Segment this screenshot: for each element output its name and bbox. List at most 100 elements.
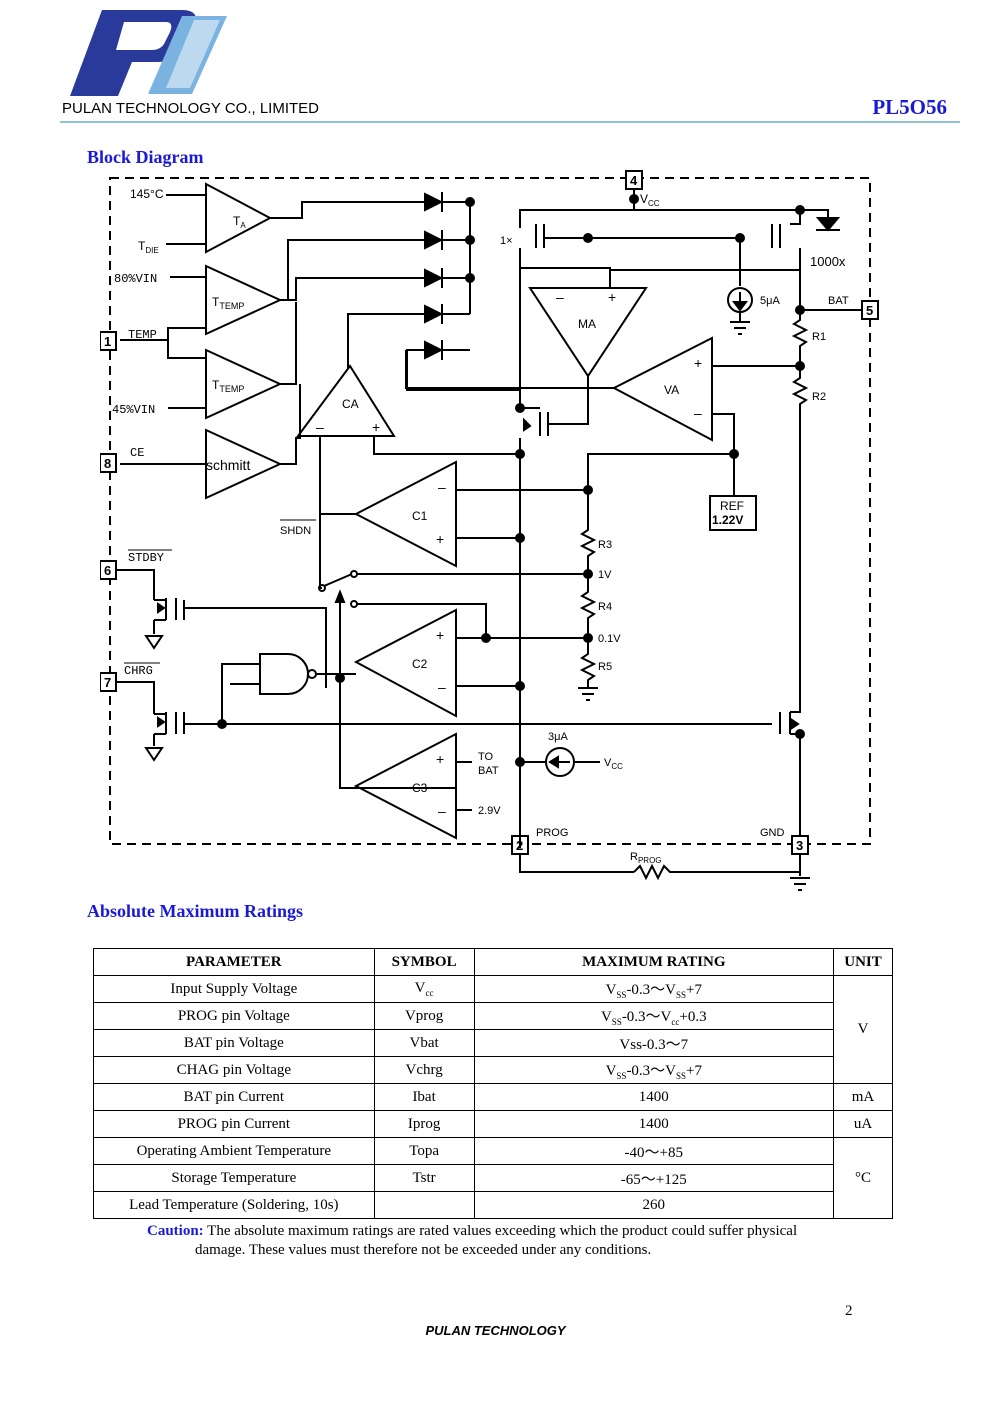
svg-text:8: 8: [104, 456, 111, 471]
label-chrg: CHRG: [124, 664, 153, 678]
part-number: PL5O56: [872, 95, 947, 119]
svg-text:–: –: [438, 479, 446, 495]
svg-text:C1: C1: [412, 509, 428, 523]
svg-text:MA: MA: [578, 317, 596, 331]
svg-text:2.9V: 2.9V: [478, 805, 501, 817]
svg-text:7: 7: [104, 675, 111, 690]
svg-text:1×: 1×: [500, 235, 513, 247]
svg-text:3: 3: [796, 838, 803, 853]
svg-text:5μA: 5μA: [760, 295, 780, 307]
svg-text:+: +: [436, 627, 444, 643]
table-row: Input Supply Voltage Vcc VSS-0.3～VSS+7 V: [93, 975, 893, 1084]
svg-text:VCC: VCC: [604, 757, 623, 771]
svg-text:0.1V: 0.1V: [598, 633, 621, 645]
ma-amplifier: MA – +: [528, 287, 648, 378]
table-row: BAT pin Current Ibat 1400 mA: [93, 1083, 893, 1111]
c1-comparator: C1 – +: [353, 460, 457, 568]
label-80vin: 80%VIN: [114, 272, 157, 286]
ca-amplifier: CA – +: [296, 364, 396, 437]
svg-text:–: –: [694, 405, 702, 421]
rating-cell: VSS-0.3～VSS+7: [473, 1056, 835, 1084]
svg-text:3μA: 3μA: [548, 731, 568, 743]
svg-text:C2: C2: [412, 657, 428, 671]
label-145c: 145°C: [130, 187, 164, 201]
svg-text:R1: R1: [812, 331, 826, 343]
schmitt-trigger: schmitt: [205, 428, 283, 500]
svg-text:6: 6: [104, 563, 111, 578]
svg-text:–: –: [556, 289, 564, 305]
c2-comparator: C2 + –: [353, 608, 457, 718]
svg-text:RPROG: RPROG: [630, 851, 662, 865]
svg-text:+: +: [436, 531, 444, 547]
label-ce: CE: [130, 446, 144, 460]
svg-text:TO: TO: [478, 751, 494, 763]
col-max-rating: MAXIMUM RATING: [473, 948, 835, 976]
svg-text:GND: GND: [760, 827, 785, 839]
table-row: BAT pin Voltage Vbat Vss-0.3～7: [93, 1029, 893, 1057]
svg-text:BAT: BAT: [828, 295, 849, 307]
ta-amplifier: TA: [205, 182, 273, 254]
svg-text:BAT: BAT: [478, 765, 499, 777]
svg-text:REF: REF: [720, 499, 744, 513]
col-symbol: SYMBOL: [373, 948, 475, 976]
table-row: PROG pin Current Iprog 1400 uA: [93, 1110, 893, 1138]
svg-text:R5: R5: [598, 661, 612, 673]
c3-comparator: C3 + –: [353, 732, 457, 840]
svg-text:1V: 1V: [598, 569, 612, 581]
caution-note: Caution: The absolute maximum ratings ar…: [147, 1223, 798, 1258]
col-unit: UNIT: [833, 948, 893, 976]
svg-text:VA: VA: [664, 383, 679, 397]
svg-text:+: +: [372, 419, 380, 435]
svg-text:TA: TA: [233, 214, 246, 230]
svg-text:5: 5: [866, 303, 873, 318]
chip-boundary: [109, 177, 871, 845]
svg-text:+: +: [694, 355, 702, 371]
svg-text:+: +: [436, 751, 444, 767]
svg-text:TTEMP: TTEMP: [212, 295, 244, 311]
label-1000x: 1000x: [810, 254, 846, 269]
svg-text:TTEMP: TTEMP: [212, 378, 244, 394]
footer-company: PULAN TECHNOLOGY: [425, 1323, 566, 1338]
ttemp-amplifier-2: TTEMP: [205, 348, 283, 420]
ttemp-amplifier-1: TTEMP: [205, 264, 283, 336]
label-stdby: STDBY: [128, 551, 164, 565]
company-logo: [70, 10, 227, 96]
svg-text:+: +: [608, 289, 616, 305]
svg-text:–: –: [438, 679, 446, 695]
rating-cell: VSS-0.3～Vcc+0.3: [473, 1002, 835, 1030]
svg-text:TDIE: TDIE: [138, 239, 159, 255]
svg-text:PROG: PROG: [536, 827, 568, 839]
svg-text:R2: R2: [812, 391, 826, 403]
svg-text:VCC: VCC: [640, 192, 660, 208]
ratings-title: Absolute Maximum Ratings: [87, 901, 304, 921]
block-diagram-title: Block Diagram: [87, 147, 204, 167]
table-row: Lead Temperature (Soldering, 10s) 260: [93, 1191, 893, 1219]
table-row: Operating Ambient Temperature Topa -40～+…: [93, 1137, 893, 1219]
svg-text:4: 4: [630, 173, 638, 188]
svg-text:R4: R4: [598, 601, 612, 613]
svg-text:C3: C3: [412, 781, 428, 795]
svg-text:1: 1: [104, 334, 111, 349]
svg-text:SHDN: SHDN: [280, 525, 311, 537]
table-row: Storage Temperature Tstr -65～+125: [93, 1164, 893, 1192]
ratings-table: PARAMETER SYMBOL MAXIMUM RATING UNIT Inp…: [93, 948, 893, 1219]
va-amplifier: VA + –: [611, 336, 713, 442]
svg-text:CA: CA: [342, 397, 359, 411]
company-name: PULAN TECHNOLOGY CO., LIMITED: [62, 100, 319, 117]
caution-label: Caution:: [147, 1223, 204, 1239]
table-row: CHAG pin Voltage Vchrg VSS-0.3～VSS+7: [93, 1056, 893, 1084]
table-row: PROG pin Voltage Vprog VSS-0.3～Vcc+0.3: [93, 1002, 893, 1030]
table-header-row: PARAMETER SYMBOL MAXIMUM RATING UNIT: [93, 948, 893, 976]
rating-cell: VSS-0.3～VSS+7: [473, 975, 835, 1003]
rating-cell: Vss-0.3～7: [473, 1029, 835, 1057]
svg-text:–: –: [316, 419, 324, 435]
svg-text:schmitt: schmitt: [206, 457, 250, 473]
header-divider: [60, 121, 960, 123]
label-temp: TEMP: [128, 328, 157, 342]
label-45vin: 45%VIN: [112, 403, 155, 417]
page-number: 2: [845, 1303, 853, 1319]
svg-text:R3: R3: [598, 539, 612, 551]
svg-text:1.22V: 1.22V: [712, 513, 743, 527]
col-parameter: PARAMETER: [93, 948, 375, 976]
svg-text:–: –: [438, 803, 446, 819]
